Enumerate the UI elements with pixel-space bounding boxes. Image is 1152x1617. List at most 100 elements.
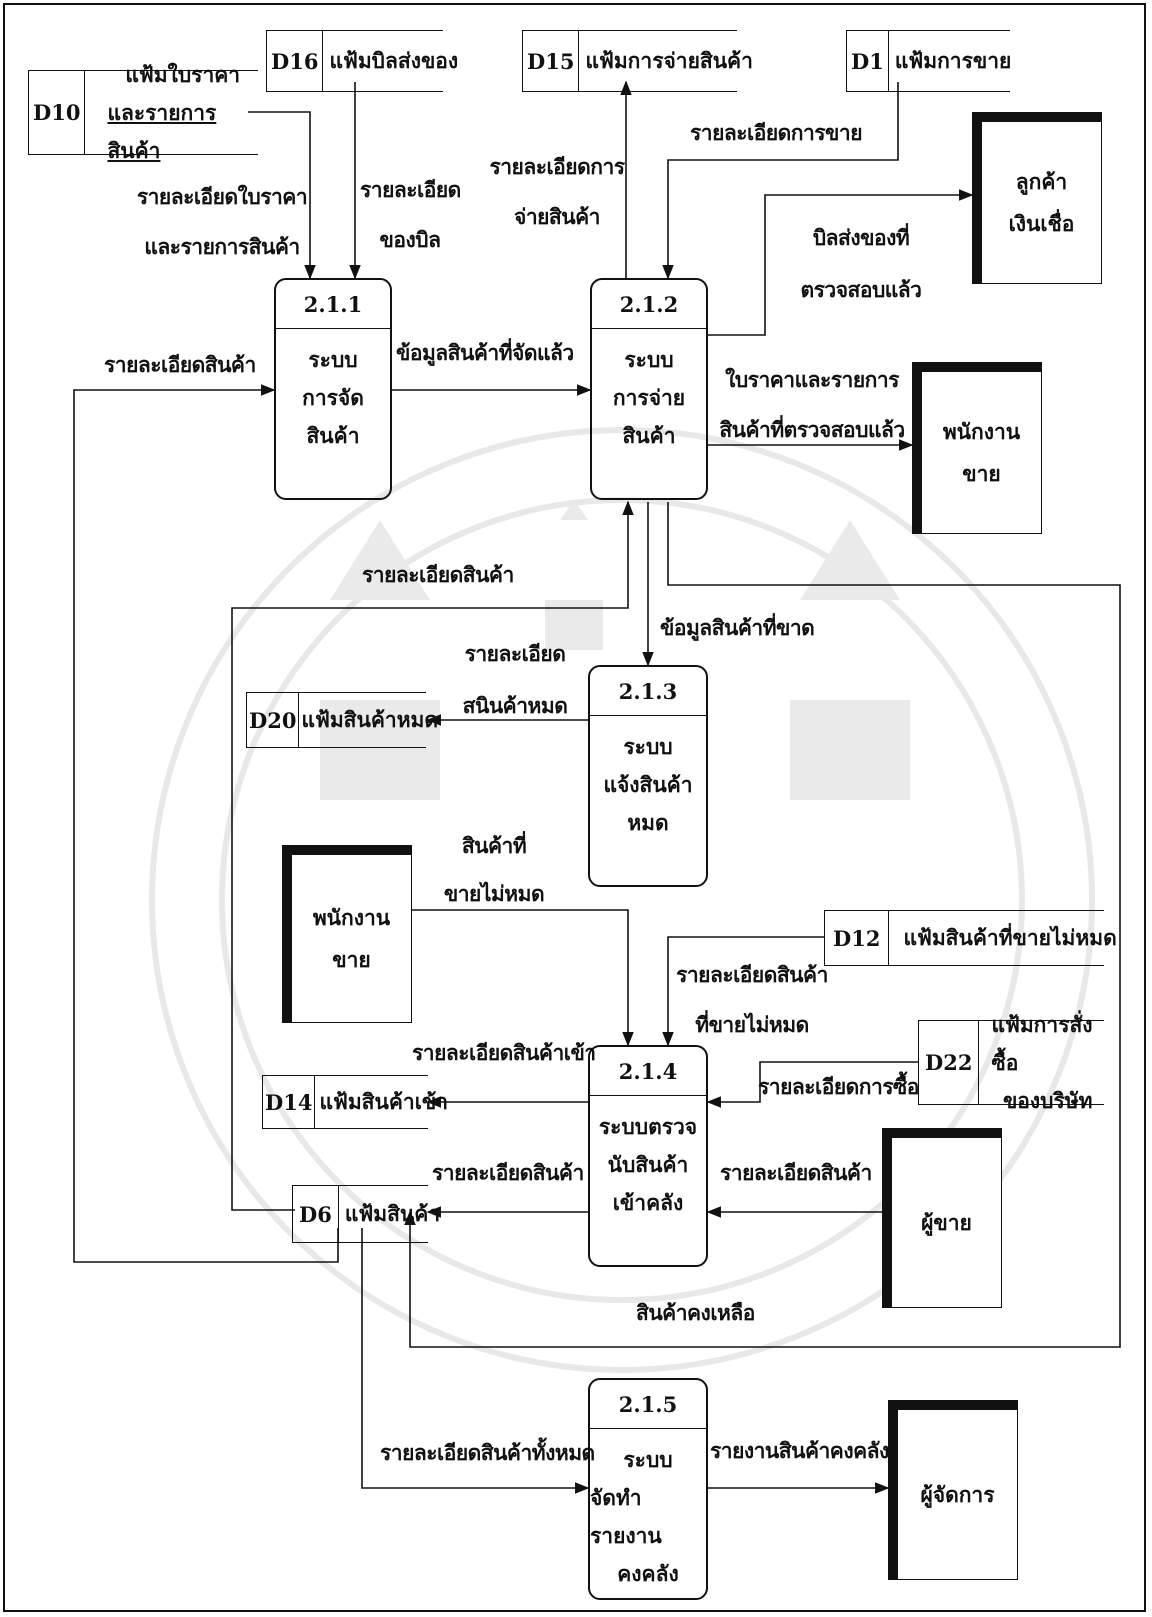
flow-label-payment-details: รายละเอียดการ จ่ายสินค้า [488,142,626,242]
process-2-1-1: 2.1.1 ระบบ การจัด สินค้า [274,278,392,500]
store-d1: D1 แฟ้มการขาย [846,30,1012,92]
flow-label-incoming-details: รายละเอียดสินค้าเข้า [412,1040,596,1065]
label-line: รายละเอียดสินค้า [676,962,828,987]
label-line: รายละเอียดใบราคา [136,184,308,209]
label-line: ที่ขายไม่หมด [695,1012,809,1037]
flow-label-product-details-loop: รายละเอียดสินค้า [362,562,514,587]
store-id: D22 [919,1021,980,1104]
flow-d6-to-212 [231,500,634,1211]
store-id: D14 [263,1076,316,1128]
label-line: รายละเอียด [464,641,566,666]
label-line: ขายไม่หมด [443,881,545,906]
process-name-line: หมด [627,810,669,835]
label-line: และรายการสินค้า [144,234,300,259]
flow-label-out-of-stock: รายละเอียด สนินค้าหมด [460,628,570,732]
flow-d6-to-215 [361,1228,590,1494]
flow-212-to-customer [708,189,974,336]
label-line: บิลส่งของที่ [812,225,910,250]
flow-remaining-loop [404,502,1121,1348]
process-name-line: นับสินค้า [607,1152,689,1177]
flow-d22-to-214 [706,1061,918,1108]
flow-d6-to-211 [73,384,339,1263]
store-d6: D6 แฟ้มสินค้า [292,1185,440,1243]
store-name: แฟ้มการสั่งซื้อ [991,1011,1093,1075]
store-name: แฟ้มการจ่ายสินค้า [585,47,753,73]
store-name: แฟ้มใบราคา [125,61,241,87]
store-id: D1 [847,31,889,91]
process-name-line: ระบบตรวจ [598,1114,698,1139]
flow-d10-to-211 [248,111,316,280]
process-name-line: ระบบ [624,347,674,372]
flow-label-remaining: สินค้าคงเหลือ [636,1300,755,1325]
entity-label: ขาย [332,946,371,972]
flow-label-stock-report: รายงานสินค้าคงคลัง [710,1438,889,1463]
label-line: รายละเอียด [360,177,461,202]
entity-label: พนักงาน [312,904,391,930]
label-line: สนินค้าหมด [462,693,568,718]
store-d10: D10 แฟ้มใบราคา และรายการสินค้า [28,62,258,163]
store-id: D6 [293,1186,339,1242]
store-name: และรายการสินค้า [107,99,217,163]
label-line: รายละเอียดการ [489,154,625,179]
store-id: D20 [247,693,300,747]
store-id: D16 [267,31,324,91]
process-name-line: ระบบ [308,347,358,372]
flow-label-unsold: สินค้าที่ ขายไม่หมด [434,822,554,918]
label-line: ของบิล [379,227,441,252]
flow-label-purchase-details: รายละเอียดการซื้อ [758,1074,919,1099]
process-name-line: การจ่าย [612,385,686,410]
flow-label-product-details-d6: รายละเอียดสินค้า [432,1160,584,1185]
entity-sales-staff-right: พนักงาน ขาย [912,362,1042,534]
store-d15: D15 แฟ้มการจ่ายสินค้า [522,30,753,92]
store-id: D12 [825,911,890,965]
store-d14: D14 แฟ้มสินค้าเข้า [262,1075,448,1129]
process-name-line: ระบบ [623,1447,673,1472]
store-id: D15 [523,31,580,91]
entity-vendor: ผู้ขาย [882,1128,1002,1308]
flow-label-bill-details: รายละเอียด ของบิล [360,165,461,265]
store-d16: D16 แฟ้มบิลส่งของ [266,30,458,92]
flow-label-quote-details: รายละเอียดใบราคา และรายการสินค้า [132,172,312,272]
process-name-line: จัดทำรายงาน [590,1485,662,1548]
entity-sales-staff-left: พนักงาน ขาย [282,845,412,1023]
process-2-1-3: 2.1.3 ระบบ แจ้งสินค้า หมด [588,665,708,887]
store-name: ของบริษัท [1002,1087,1093,1113]
entity-label: ขาย [962,460,1001,486]
process-2-1-4: 2.1.4 ระบบตรวจ นับสินค้า เข้าคลัง [588,1045,708,1267]
flow-d1-to-212 [662,82,899,280]
label-line: จ่ายสินค้า [514,204,600,229]
flow-label-product-details-in: รายละเอียดสินค้า [104,352,256,377]
store-id: D10 [29,71,86,154]
process-name-line: คงคลัง [617,1561,679,1586]
process-name-line: เข้าคลัง [612,1190,684,1215]
store-d12: D12 แฟ้มสินค้าที่ขายไม่หมด [824,910,1117,966]
process-2-1-5: 2.1.5 ระบบ จัดทำรายงาน คงคลัง [588,1378,708,1600]
process-name-line: สินค้า [622,423,676,448]
diagram-frame [3,3,1146,1612]
label-line: ตรวจสอบแล้ว [800,277,922,302]
entity-label: เงินเชื่อ [1008,210,1075,236]
entity-label: ผู้จัดการ [920,1481,995,1507]
flow-unsold-to-214 [412,909,634,1047]
process-id: 2.1.2 [592,280,706,329]
process-2-1-2: 2.1.2 ระบบ การจ่าย สินค้า [590,278,708,500]
flow-label-checked-bill: บิลส่งของที่ ตรวจสอบแล้ว [800,212,922,316]
label-line: ใบราคาและรายการ [725,367,899,392]
flow-label-all-products: รายละเอียดสินค้าทั้งหมด [380,1440,595,1465]
label-line: สินค้าที่ตรวจสอบแล้ว [719,417,905,442]
flow-d12-to-214 [662,936,824,1047]
flow-label-shortage-data: ข้อมูลสินค้าที่ขาด [660,615,815,640]
store-d22: D22 แฟ้มการสั่งซื้อ ของบริษัท [918,1012,1104,1113]
flow-label-checked-quote: ใบราคาและรายการ สินค้าที่ตรวจสอบแล้ว [712,355,912,455]
process-name-line: ระบบ [623,734,673,759]
process-name-line: การจัด [302,385,364,410]
flow-label-arranged-data: ข้อมูลสินค้าที่จัดแล้ว [396,340,574,365]
store-name: แฟ้มสินค้าหมด [301,706,439,732]
flow-label-sales-details: รายละเอียดการขาย [690,120,863,145]
store-name: แฟ้มการขาย [894,47,1012,73]
entity-label: พนักงาน [942,418,1021,444]
process-name-line: แจ้งสินค้า [603,772,693,797]
process-id: 2.1.1 [276,280,390,329]
store-name: แฟ้มบิลส่งของ [329,47,459,73]
